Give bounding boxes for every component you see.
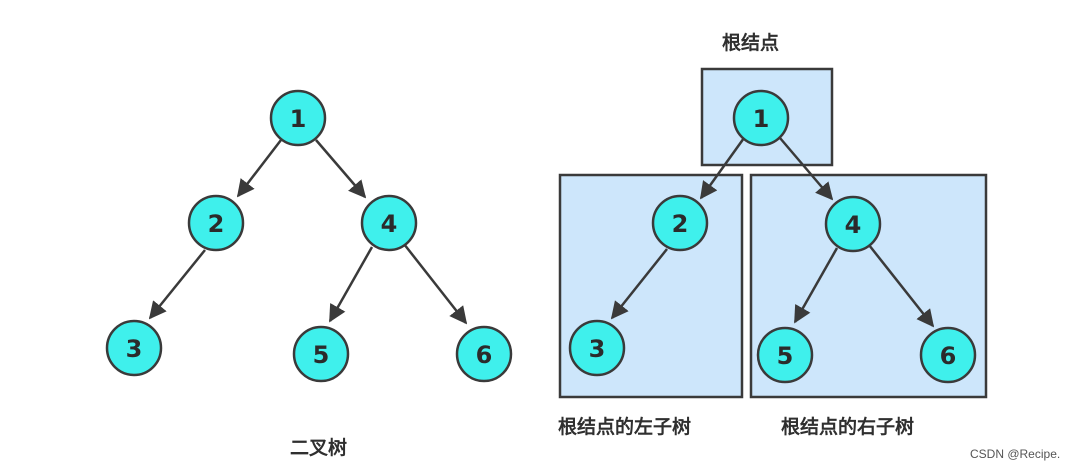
node-label: 4 bbox=[381, 210, 398, 238]
edge-4-5 bbox=[328, 246, 374, 323]
left-subtree-caption: 根结点的左子树 bbox=[558, 416, 692, 438]
node-label: 2 bbox=[208, 210, 225, 238]
node-label: 6 bbox=[940, 342, 957, 370]
tree-node-2: 2 bbox=[187, 194, 245, 252]
edge-2-3 bbox=[148, 249, 206, 320]
node-label: 5 bbox=[313, 341, 330, 369]
tree-node-3: 3 bbox=[568, 319, 626, 377]
tree-node-1: 1 bbox=[732, 89, 790, 147]
edge-4-6 bbox=[868, 244, 935, 328]
edge-1-2 bbox=[699, 137, 746, 200]
node-label: 3 bbox=[126, 335, 143, 363]
node-label: 2 bbox=[672, 210, 689, 238]
tree-node-2: 2 bbox=[651, 194, 709, 252]
tree-node-6: 6 bbox=[919, 326, 977, 384]
left-binary-tree: 1 2 4 3 5 6 bbox=[105, 89, 513, 383]
tree-node-5: 5 bbox=[292, 325, 350, 383]
node-label: 4 bbox=[845, 211, 862, 239]
right-subtree-caption: 根结点的右子树 bbox=[781, 416, 915, 438]
edge-4-6 bbox=[403, 243, 468, 325]
tree-node-6: 6 bbox=[455, 325, 513, 383]
edge-1-2 bbox=[236, 139, 282, 198]
node-label: 1 bbox=[753, 105, 770, 133]
watermark: CSDN @Recipe. bbox=[970, 447, 1061, 461]
tree-node-3: 3 bbox=[105, 319, 163, 377]
tree-node-4: 4 bbox=[360, 194, 418, 252]
edge-1-4 bbox=[779, 137, 834, 201]
edge-1-4 bbox=[315, 139, 367, 199]
node-label: 6 bbox=[476, 341, 493, 369]
tree-node-5: 5 bbox=[756, 326, 814, 384]
root-node-caption: 根结点 bbox=[722, 32, 780, 54]
edge-4-5 bbox=[793, 247, 839, 324]
node-label: 5 bbox=[777, 342, 794, 370]
edge-2-3 bbox=[610, 248, 668, 320]
tree-node-1: 1 bbox=[269, 89, 327, 147]
node-label: 3 bbox=[589, 335, 606, 363]
node-label: 1 bbox=[290, 105, 307, 133]
right-decomposed-tree: 1 2 4 3 5 6 bbox=[558, 67, 988, 399]
tree-node-4: 4 bbox=[824, 195, 882, 253]
binary-tree-caption: 二叉树 bbox=[290, 437, 348, 459]
